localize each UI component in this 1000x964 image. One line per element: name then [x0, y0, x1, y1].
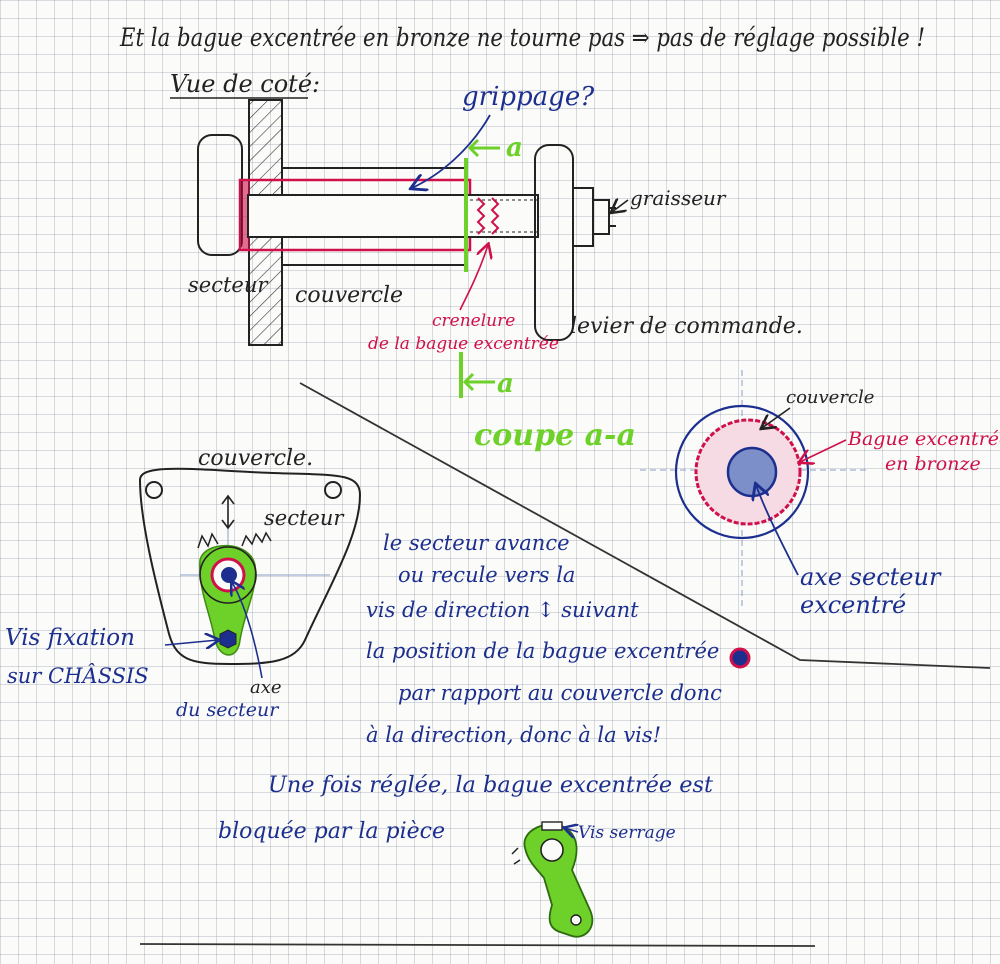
levier-label: levier de commande. [570, 314, 803, 339]
explanation-line4: la position de la bague excentrée [366, 639, 719, 663]
crenelure-marks [476, 197, 500, 235]
axe-secteur-label-line2: excentré [800, 591, 906, 619]
front-couvercle-label: couvercle. [198, 446, 313, 471]
bague-label-line2: en bronze [885, 453, 981, 475]
side-view-title: Vue de coté: [170, 70, 320, 98]
secteur-side-label: secteur [188, 273, 269, 297]
couvercle-side-label: couvercle [295, 283, 403, 308]
secteur-shaft [247, 194, 539, 238]
secteur-axis-circle [726, 446, 778, 498]
fixing-screw-hex [219, 629, 237, 649]
explanation-line3: vis de direction ↕ suivant [366, 598, 639, 622]
explanation-line5: par rapport au couvercle donc [398, 681, 722, 705]
graisseur-label: graisseur [630, 186, 727, 210]
explanation: le secteur avance ou recule vers la vis … [218, 531, 751, 938]
axe-du-secteur-line1: axe [250, 677, 282, 698]
grippage-label: grippage? [462, 82, 595, 112]
crenelure-label-line1: crenelure [432, 311, 515, 331]
section-a-bottom-label: a [497, 369, 514, 399]
section-view: coupe a-a couvercle Bague excentrée en b… [474, 370, 1000, 619]
section-couvercle-label: couvercle [786, 387, 874, 408]
couvercle-bore-circle [674, 404, 810, 540]
explanation-line7: Une fois réglée, la bague excentrée est [268, 773, 713, 798]
front-secteur-label: secteur [264, 506, 345, 530]
front-axis-dot [221, 567, 237, 583]
axe-secteur-label-line1: axe secteur [800, 563, 942, 591]
vis-fixation-line2: sur CHÂSSIS [7, 664, 149, 688]
vis-fixation-line1: Vis fixation [5, 625, 135, 651]
bague-label-line1: Bague excentrée [847, 428, 1000, 450]
side-view: Vue de coté: grippage? a graisseur [170, 70, 803, 399]
divider-diagonal [299, 382, 991, 669]
explanation-line1: le secteur avance [383, 531, 570, 555]
vis-serrage-label: Vis serrage [578, 823, 676, 843]
plate-hole-left [145, 481, 163, 499]
section-view-title: coupe a-a [474, 418, 636, 453]
section-a-top-label: a [506, 133, 523, 163]
bottom-rule [139, 943, 816, 947]
eccentric-dot [729, 647, 751, 669]
explanation-line2: ou recule vers la [398, 563, 575, 587]
front-view: couvercle. secteur Vis fixation sur CHÂS… [5, 446, 362, 721]
plate-hole-right [324, 481, 342, 499]
axe-du-secteur-line2: du secteur [176, 699, 280, 721]
explanation-line8: bloquée par la pièce [218, 819, 445, 844]
header-text: Et la bague excentrée en bronze ne tourn… [119, 23, 925, 52]
explanation-line6: à la direction, donc à la vis! [366, 723, 661, 747]
crenelure-label-line2: de la bague excentrée [368, 334, 559, 354]
couvercle-plate [138, 467, 362, 666]
levier-de-commande [534, 144, 574, 341]
secteur-block [197, 134, 243, 256]
graisseur-nipple [592, 199, 610, 235]
